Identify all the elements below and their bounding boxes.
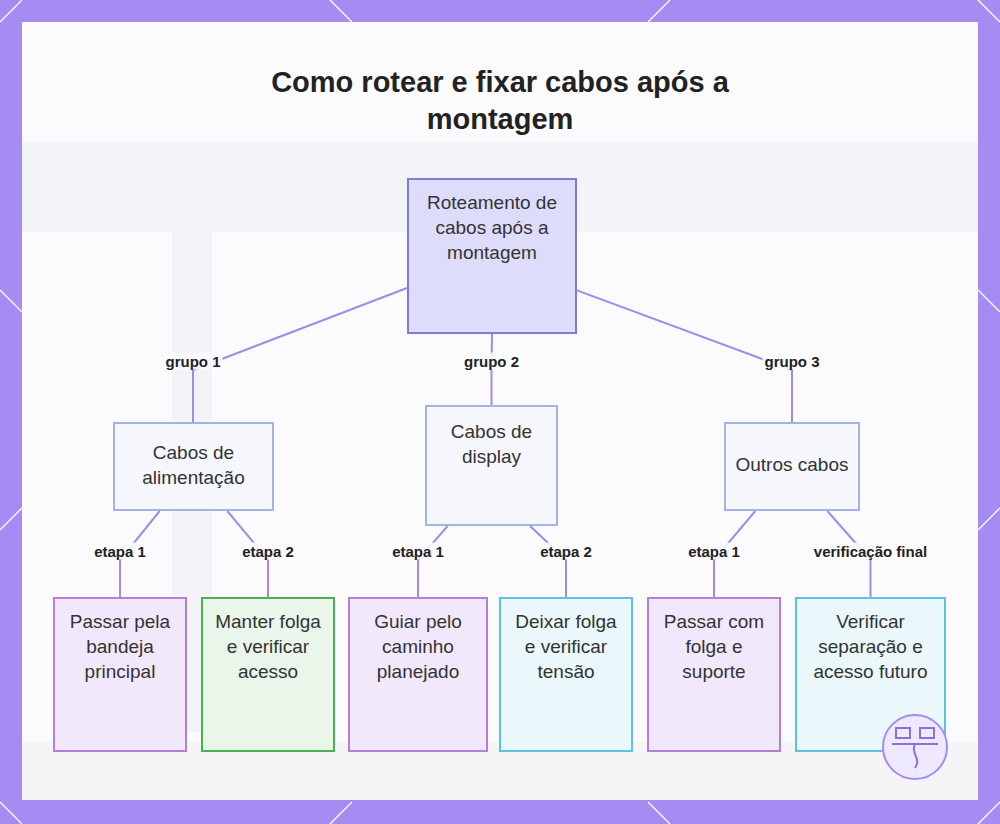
node-text: Cabos de alimentação <box>123 440 264 490</box>
text-wrap: Guiar pelo caminho planejado <box>358 609 478 684</box>
text-wrap: Cabos de display <box>435 419 548 469</box>
process-box: Outros cabos <box>724 422 860 511</box>
node-text: Roteamento de cabos após a montagem <box>417 190 567 265</box>
process-box: Guiar pelo caminho planejado <box>348 597 488 752</box>
text-wrap: Outros cabos <box>736 452 849 477</box>
connector <box>418 526 448 597</box>
edge-label: etapa 1 <box>686 543 742 560</box>
process-box: Passar com folga e suporte <box>647 597 781 752</box>
text-wrap: Passar pela bandeja principal <box>63 609 177 684</box>
edge-label: etapa 1 <box>92 543 148 560</box>
node-text: Verificar separação e acesso futuro <box>805 609 936 684</box>
text-wrap: Cabos de alimentação <box>123 440 264 490</box>
connector-line <box>530 526 566 597</box>
connector <box>491 334 493 405</box>
text-wrap: Deixar folga e verificar tensão <box>509 609 623 684</box>
node-text: Deixar folga e verificar tensão <box>509 609 623 684</box>
cable-icon <box>880 712 950 782</box>
connector-line <box>491 334 494 405</box>
text-wrap: Roteamento de cabos após a montagem <box>417 190 567 265</box>
edge-label: etapa 2 <box>240 543 296 560</box>
edge-label: etapa 1 <box>390 543 446 560</box>
process-box: Cabos de alimentação <box>113 422 274 511</box>
text-wrap: Manter folga e verificar acesso <box>211 609 325 684</box>
connector <box>193 288 407 422</box>
text-wrap: Passar com folga e suporte <box>657 609 771 684</box>
connector <box>577 290 792 422</box>
diagram-title: Como rotear e fixar cabos após a montage… <box>200 64 800 138</box>
connector-line <box>418 526 448 597</box>
edge-label: verificação final <box>812 543 929 560</box>
node-text: Cabos de display <box>435 419 548 469</box>
node-text: Passar com folga e suporte <box>657 609 771 684</box>
process-box: Roteamento de cabos após a montagem <box>407 178 577 334</box>
node-text: Manter folga e verificar acesso <box>211 609 325 684</box>
process-box: Cabos de display <box>425 405 558 526</box>
connector <box>530 526 566 597</box>
connector-line <box>577 290 792 422</box>
edge-label: grupo 1 <box>164 353 223 370</box>
process-box: Passar pela bandeja principal <box>53 597 187 752</box>
process-box: Manter folga e verificar acesso <box>201 597 335 752</box>
connector-line <box>193 288 407 422</box>
edge-label: grupo 3 <box>763 353 822 370</box>
node-text: Outros cabos <box>736 452 849 477</box>
edge-label: etapa 2 <box>538 543 594 560</box>
node-text: Guiar pelo caminho planejado <box>358 609 478 684</box>
edge-label: grupo 2 <box>462 353 521 370</box>
process-box: Deixar folga e verificar tensão <box>499 597 633 752</box>
text-wrap: Verificar separação e acesso futuro <box>805 609 936 684</box>
node-text: Passar pela bandeja principal <box>63 609 177 684</box>
